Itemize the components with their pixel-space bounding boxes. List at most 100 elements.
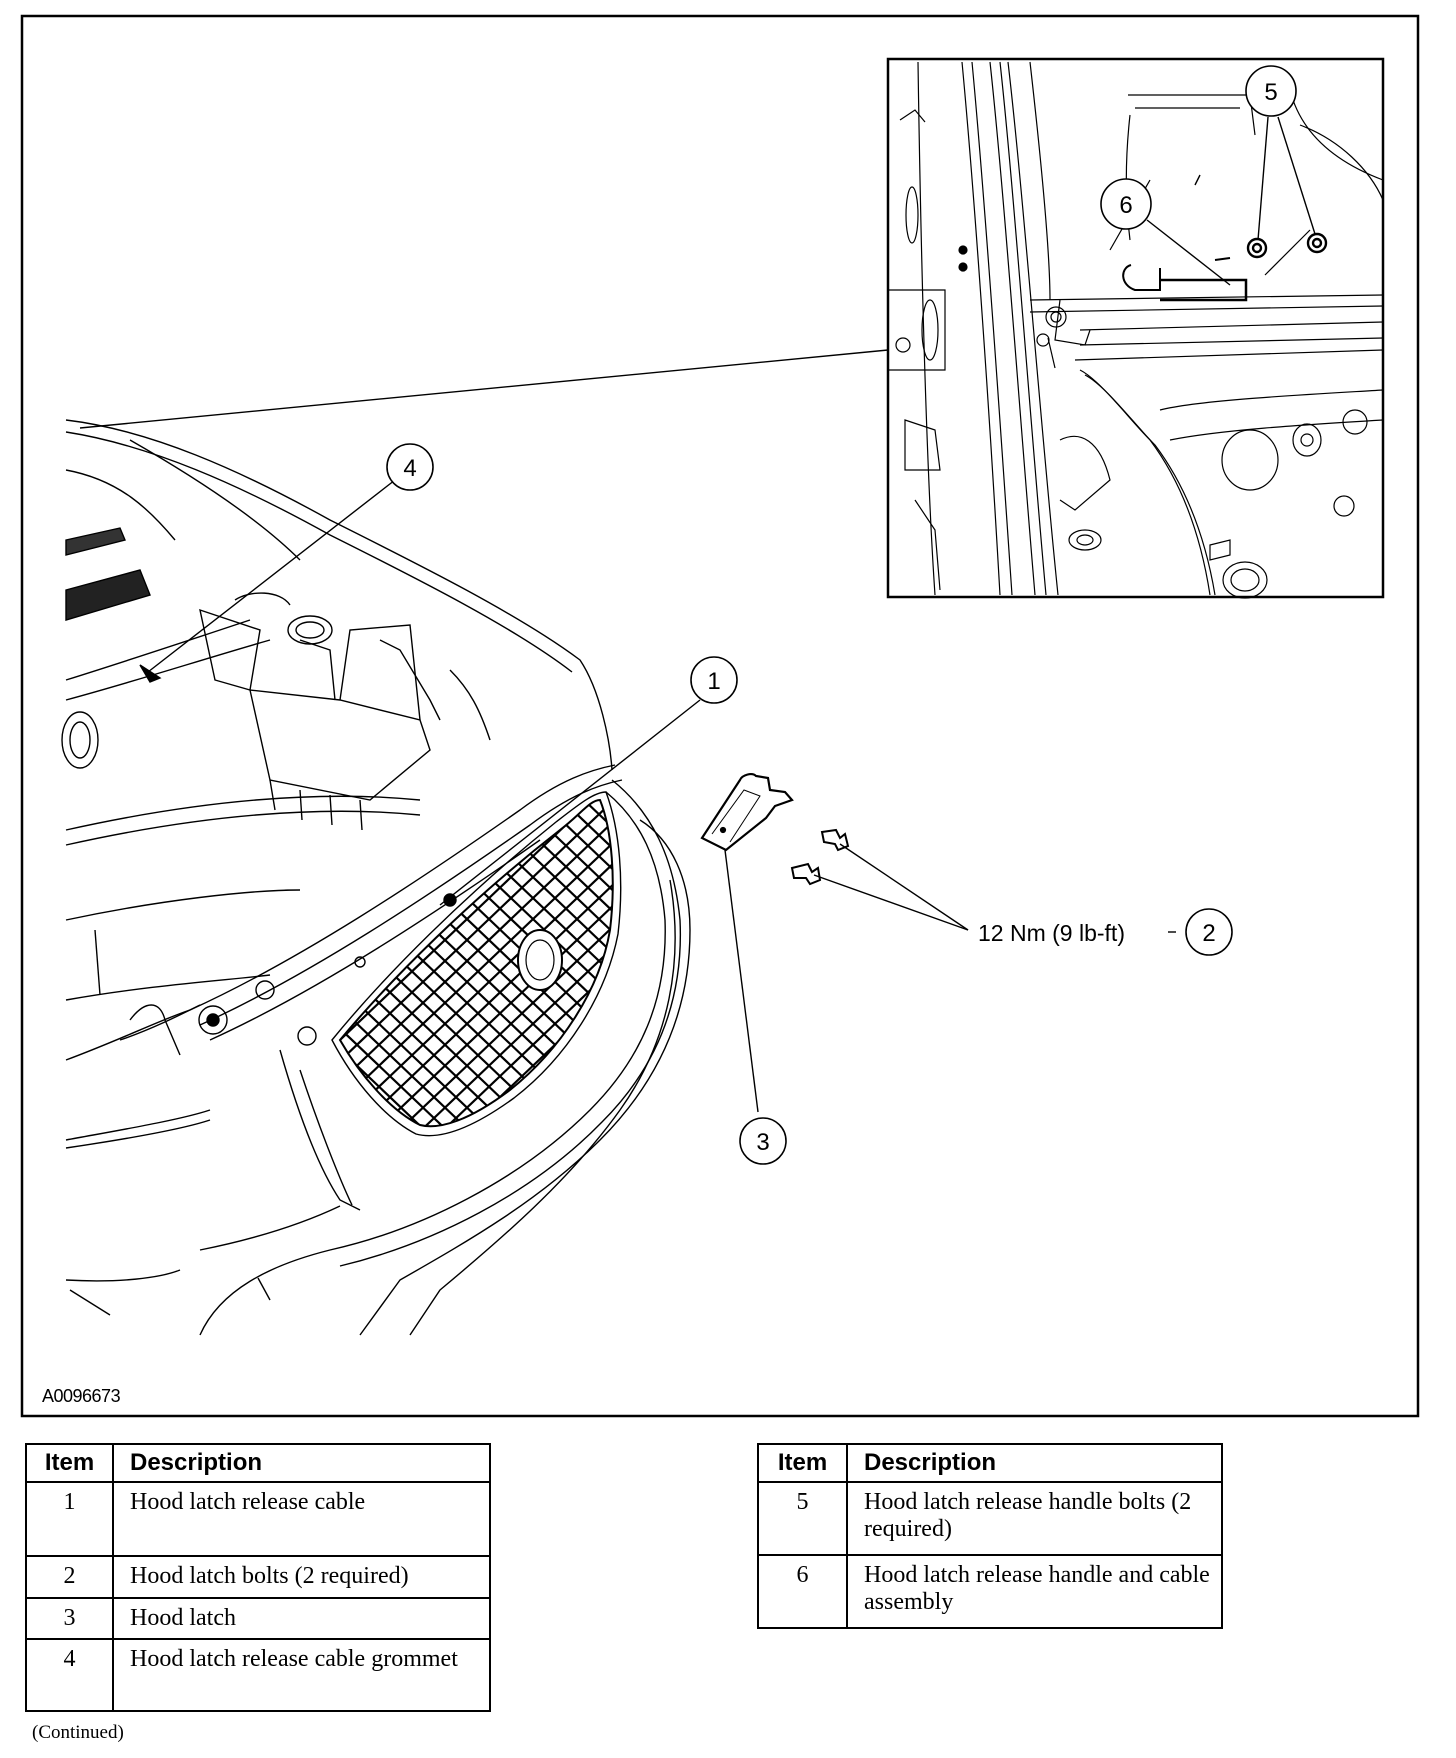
grille-mesh-line [340,800,613,1127]
item-description: Hood latch release cable [112,1481,491,1557]
grille-mesh-line [0,760,260,1160]
grille-mesh-line [0,760,170,1160]
grille-mesh-line [0,760,16,1160]
grille-mesh-line [830,760,1250,1160]
grille-mesh-line [982,760,1402,1160]
grille-mesh-line [850,760,1270,1160]
grille-mesh-line [0,760,84,1160]
svg-text:5: 5 [1264,79,1277,106]
grille-mesh-line [1004,760,1424,1160]
grille-mesh-line [0,760,82,1160]
legend-table-right: Item Description 5 Hood latch release ha… [757,1443,1223,1629]
grille-mesh-line [0,760,38,1160]
grille-mesh-line [740,760,1160,1160]
grille-mesh-line [720,760,1140,1160]
legend-header-row: Item Description [25,1443,491,1483]
item-description: Hood latch release handle bolts (2 requi… [846,1481,1223,1556]
grille-mesh-line [894,760,1314,1160]
legend-row: 3 Hood latch [25,1597,491,1640]
grille-mesh-line [340,800,393,1127]
grille-mesh-line [1050,760,1456,1160]
grille-mesh-line [0,760,258,1160]
grille-mesh-line [762,760,1182,1160]
grille-mesh-line [0,760,60,1160]
item-number: 3 [25,1597,114,1640]
grille-mesh-line [718,760,1138,1160]
grille-mesh-line [411,800,613,1127]
grille-mesh-line [938,760,1358,1160]
brand-emblem [517,929,563,991]
grille-mesh-line [340,800,459,1127]
grille-mesh-line [0,760,192,1160]
callout-6: 6 [1100,178,1152,230]
grille-mesh-line [340,800,613,1127]
item-number: 5 [757,1481,848,1556]
grille-mesh-line [0,760,324,1160]
grille-mesh-line [340,800,503,1127]
figure-frame [20,14,1420,1418]
grille-mesh-line [0,760,62,1160]
grille-mesh-line [1136,760,1456,1160]
grille-mesh-line [962,760,1382,1160]
grille-mesh-line [940,760,1360,1160]
legend-row: 1 Hood latch release cable [25,1481,491,1557]
grille-mesh-line [367,800,613,1127]
item-description: Hood latch [112,1597,491,1640]
grille-mesh-line [916,760,1336,1160]
grille-mesh-line [340,800,501,1127]
grille-mesh-line [1006,760,1426,1160]
grille-mesh-line [340,800,481,1127]
grille-mesh-line [340,800,545,1127]
grille-mesh-line [340,800,613,1127]
grille-mesh-line [1094,760,1456,1160]
legend-row: 6 Hood latch release handle and cable as… [757,1554,1223,1629]
grille-mesh-line [409,800,613,1127]
grille-mesh-line [806,760,1226,1160]
grille-mesh-line [784,760,1204,1160]
grille-mesh-line [1028,760,1448,1160]
grille-mesh-line [340,800,457,1127]
figure-id: A0096673 [42,1386,121,1406]
item-description: Hood latch release cable grommet [112,1638,491,1712]
grille-mesh-line [1070,760,1456,1160]
grille-mesh-line [742,760,1162,1160]
grille-mesh-line [0,760,282,1160]
grille-mesh-line [786,760,1206,1160]
grille-mesh-line [1026,760,1446,1160]
vehicle-front-drawing [61,419,691,1336]
grille-mesh-line [0,760,214,1160]
callout-3: 3 [739,1117,787,1165]
grille-mesh-line [918,760,1338,1160]
grille-mesh-line [874,760,1294,1160]
grille-mesh-line [565,800,613,1127]
grille-mesh-line [607,800,613,1127]
grille-mesh-line [609,800,613,1127]
grille-mesh-line [0,760,326,1160]
legend-row: 2 Hood latch bolts (2 required) [25,1555,491,1599]
item-number: 4 [25,1638,114,1712]
item-description: Hood latch release handle and cable asse… [846,1554,1223,1629]
legend-row: 5 Hood latch release handle bolts (2 req… [757,1481,1223,1556]
grille-mesh-line [433,800,613,1127]
grille-mesh-line [340,800,613,1127]
grille-mesh-line [1138,760,1456,1160]
callout-5: 5 [1245,65,1297,117]
torque-spec-label: 12 Nm (9 lb-ft) [978,920,1125,946]
grille-mesh-line [0,760,104,1160]
svg-text:2: 2 [1202,920,1215,947]
grille-mesh-line [960,760,1380,1160]
grille-mesh-line [519,800,613,1127]
grille-mesh-line [984,760,1404,1160]
item-number: 6 [757,1554,848,1629]
grille-mesh-line [1048,760,1456,1160]
grille-mesh-line [340,800,613,1127]
description-column-header: Description [846,1443,1223,1483]
grille-mesh-line [1072,760,1456,1160]
description-column-header: Description [112,1443,491,1483]
grille-mesh-line [340,800,547,1127]
grille-mesh-line [0,760,40,1160]
grille-mesh-line [340,800,479,1127]
callout-4: 4 [386,443,434,491]
grille-mesh-line [340,800,613,1127]
